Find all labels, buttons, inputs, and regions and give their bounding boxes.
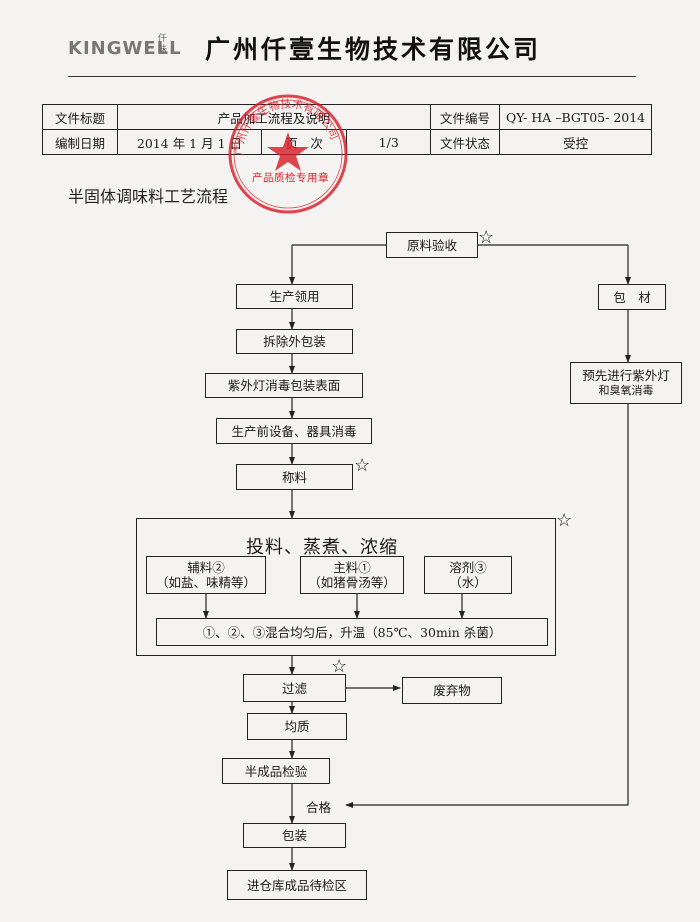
auxiliary-label: 辅料② bbox=[187, 560, 225, 575]
critical-point-star-icon: ☆ bbox=[331, 656, 348, 677]
feed-cook-title: 投料、蒸煮、浓缩 bbox=[246, 537, 398, 558]
production-pick-label: 生产领用 bbox=[269, 289, 320, 304]
equipment-disinfect-label: 生产前设备、器具消毒 bbox=[231, 423, 357, 439]
date-label: 编制日期 bbox=[42, 129, 118, 155]
pre-disinfect-line2: 和臭氧消毒 bbox=[598, 384, 654, 397]
section-title: 半固体调味料工艺流程 bbox=[68, 187, 229, 206]
semi-product-inspection-box: 半成品检验 bbox=[222, 758, 330, 784]
company-logo: KINGWELL bbox=[68, 38, 182, 59]
raw-receive-box: 原料验收 bbox=[386, 232, 478, 258]
doc-number-label: 文件编号 bbox=[430, 104, 500, 130]
company-name: 广州仟壹生物技术有限公司 bbox=[205, 35, 542, 64]
production-pick-box: 生产领用 bbox=[236, 284, 353, 309]
filter-box: 过滤 bbox=[243, 674, 346, 702]
remove-pack-box: 拆除外包装 bbox=[236, 329, 353, 354]
solvent-label: 溶剂③ bbox=[449, 560, 487, 575]
filter-label: 过滤 bbox=[281, 680, 307, 696]
logo-sub-text: 仟味 bbox=[158, 34, 168, 55]
homogenize-box: 均质 bbox=[247, 713, 347, 740]
feed-cook-concentrate-box bbox=[136, 518, 556, 656]
page-label: 页 次 bbox=[260, 129, 348, 155]
auxiliary-material-box: 辅料② （如盐、味精等） bbox=[146, 556, 266, 594]
uv-disinfect-box: 紫外灯消毒包装表面 bbox=[205, 373, 363, 398]
solvent-box: 溶剂③ （水） bbox=[424, 556, 512, 594]
waste-label: 废弃物 bbox=[433, 683, 471, 698]
package-material-label: 包 材 bbox=[613, 289, 651, 305]
main-material-label: 主料① bbox=[333, 560, 371, 575]
homogenize-label: 均质 bbox=[284, 719, 310, 734]
equipment-disinfect-box: 生产前设备、器具消毒 bbox=[216, 418, 372, 444]
document-info-table: 文件标题 产品加工流程及说明 文件编号 QY- HA –BGT05- 2014 … bbox=[42, 104, 653, 155]
quality-inspection-stamp: 广州仟壹生物技术有限公司 bbox=[228, 94, 348, 214]
packing-label: 包装 bbox=[281, 828, 307, 843]
main-material-box: 主料① （如猪骨汤等） bbox=[300, 556, 404, 594]
solvent-examples: （水） bbox=[449, 575, 487, 590]
pre-disinfect-box: 预先进行紫外灯 和臭氧消毒 bbox=[570, 362, 682, 404]
semi-product-inspection-label: 半成品检验 bbox=[244, 763, 308, 779]
auxiliary-examples: （如盐、味精等） bbox=[155, 575, 256, 590]
status-value: 受控 bbox=[498, 129, 653, 155]
logo-text: KINGWELL bbox=[68, 38, 182, 59]
header-rule bbox=[68, 76, 636, 77]
stamp-bottom-text: 产品质检专用章 bbox=[252, 172, 329, 184]
warehouse-box: 进仓库成品待检区 bbox=[227, 870, 367, 900]
info-row-2: 编制日期 2014 年 1 月 1 日 页 次 1/3 文件状态 受控 bbox=[42, 129, 653, 155]
weigh-box: 称料 bbox=[236, 464, 353, 490]
pre-disinfect-line1: 预先进行紫外灯 bbox=[582, 368, 670, 383]
warehouse-label: 进仓库成品待检区 bbox=[246, 877, 347, 893]
mix-heat-box: ①、②、③混合均匀后，升温（85℃、30min 杀菌） bbox=[156, 618, 548, 646]
waste-box: 废弃物 bbox=[402, 677, 502, 704]
package-material-box: 包 材 bbox=[598, 284, 666, 310]
page-value: 1/3 bbox=[346, 129, 431, 155]
packing-box: 包装 bbox=[243, 823, 346, 848]
weigh-label: 称料 bbox=[281, 469, 307, 485]
status-label: 文件状态 bbox=[430, 129, 500, 155]
main-material-examples: （如猪骨汤等） bbox=[308, 575, 396, 590]
raw-receive-label: 原料验收 bbox=[406, 237, 457, 253]
uv-disinfect-label: 紫外灯消毒包装表面 bbox=[227, 378, 341, 393]
title-label: 文件标题 bbox=[42, 104, 118, 130]
critical-point-star-icon: ☆ bbox=[354, 455, 371, 476]
critical-point-star-icon: ☆ bbox=[556, 510, 573, 531]
mix-heat-label: ①、②、③混合均匀后，升温（85℃、30min 杀菌） bbox=[202, 624, 502, 640]
critical-point-star-icon: ☆ bbox=[478, 227, 495, 248]
remove-pack-label: 拆除外包装 bbox=[263, 334, 326, 349]
qualified-label: 合格 bbox=[306, 800, 332, 815]
